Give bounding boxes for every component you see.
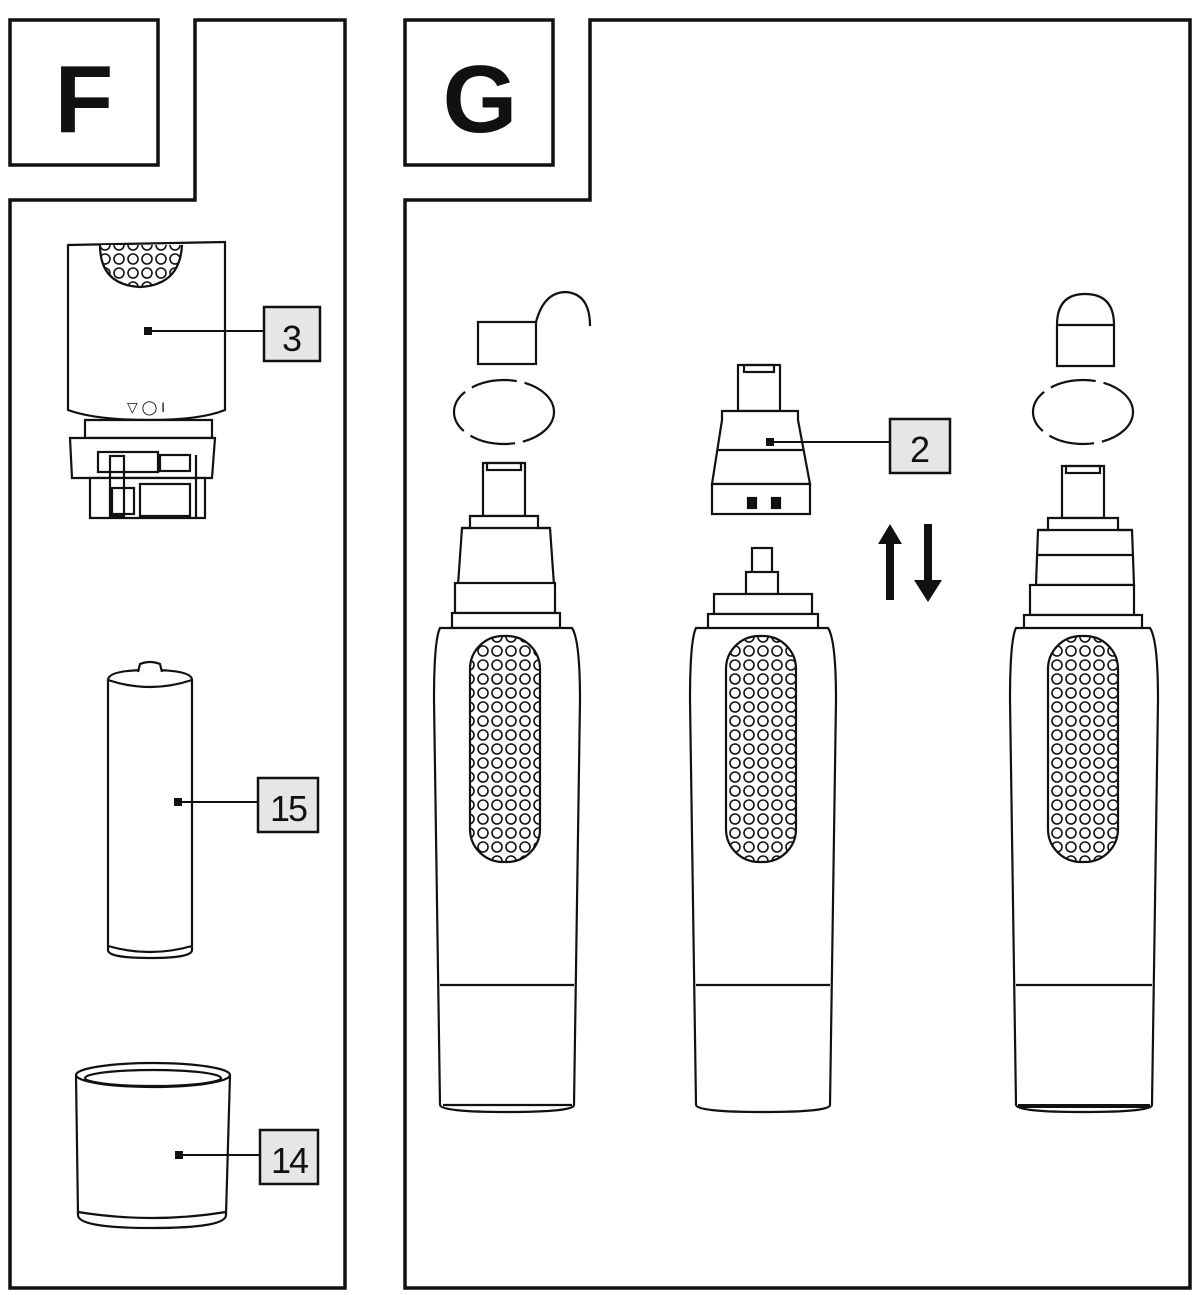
battery-illustration: [106, 660, 194, 960]
cap-marks: ▽ ◯ I: [127, 399, 165, 416]
callout-dot-15: [174, 798, 182, 806]
trimmer-right: [1008, 292, 1160, 1114]
panel-g-label: G: [443, 46, 518, 153]
trimmer-left: [432, 290, 592, 1114]
panel-f-label-box: [8, 18, 160, 167]
callout-number-2: 2: [910, 429, 930, 470]
callout-dot-3: [144, 327, 152, 335]
panel-g-frame: [403, 18, 1192, 1290]
callout-dot-14: [175, 1151, 183, 1159]
trimmer-middle: [688, 363, 838, 1114]
callout-number-15: 15: [270, 788, 307, 829]
down-arrow-icon: [914, 524, 942, 602]
panel-f-label: F: [55, 46, 114, 153]
up-arrow-icon: [878, 524, 902, 600]
top-cap-illustration: ▽ ◯ I: [66, 240, 227, 520]
panel-g: G: [403, 18, 1192, 1290]
callout-number-3: 3: [282, 318, 302, 359]
panel-f-frame: [8, 18, 347, 1290]
callout-box-2: [888, 417, 952, 475]
callout-box-3: [262, 305, 322, 363]
callout-number-14: 14: [271, 1140, 308, 1181]
callout-box-14: [258, 1128, 320, 1186]
callout-box-15: [256, 776, 320, 834]
bottom-cap-illustration: [74, 1061, 232, 1230]
panel-g-label-box: [403, 18, 555, 167]
panel-f: F ▽ ◯ I 3 15: [8, 18, 347, 1290]
callout-dot-2: [766, 438, 774, 446]
